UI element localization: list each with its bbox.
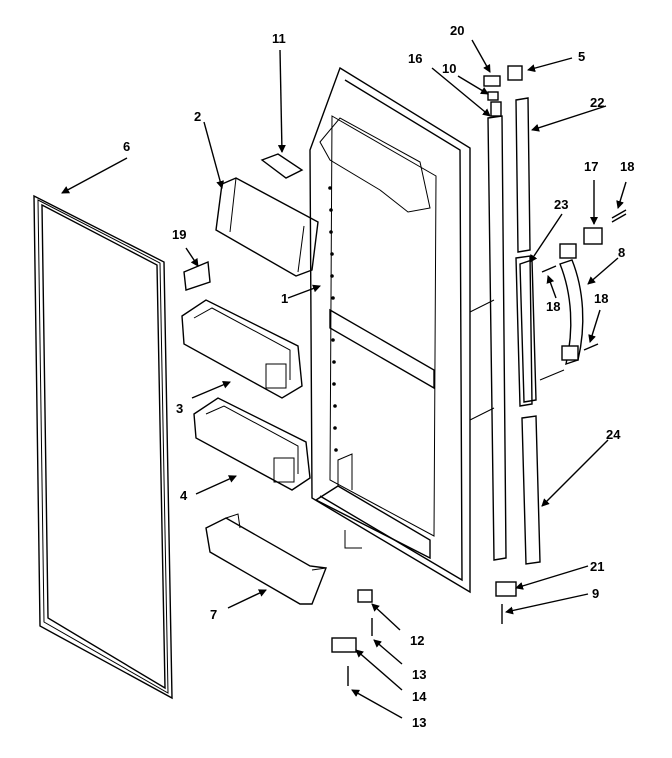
screw-18b (541, 265, 557, 273)
door-bin-bottom (205, 513, 327, 605)
hinge-cover-5 (507, 65, 523, 81)
callout-10: 10 (442, 61, 457, 76)
callout-9: 9 (592, 586, 600, 601)
hinge-part-21 (495, 581, 517, 597)
dairy-door (215, 177, 319, 277)
callout-12: 12 (410, 633, 425, 648)
callout-13a: 13 (412, 667, 427, 682)
callout-8: 8 (618, 245, 626, 260)
door-trim-16 (487, 101, 507, 561)
door-bin-lower (193, 397, 311, 491)
callout-23: 23 (554, 197, 569, 212)
callout-13b: 13 (412, 715, 427, 730)
callout-3: 3 (176, 401, 184, 416)
leader-lines (61, 39, 627, 719)
hinge-bracket-14 (331, 637, 357, 653)
callout-18c: 18 (594, 291, 609, 306)
callout-4: 4 (180, 488, 188, 503)
callout-5: 5 (578, 49, 586, 64)
callout-22: 22 (590, 95, 605, 110)
hinge-part-10 (487, 91, 499, 101)
hinge-cap-20 (483, 75, 501, 87)
hinge-part-12 (357, 589, 373, 603)
callout-24: 24 (606, 427, 621, 442)
callout-18b: 18 (546, 299, 561, 314)
dairy-door-hinge (260, 153, 304, 179)
callout-20: 20 (450, 23, 465, 38)
callout-18a: 18 (620, 159, 635, 174)
callout-21: 21 (590, 559, 605, 574)
callout-2: 2 (194, 109, 202, 124)
callout-11: 11 (272, 31, 286, 46)
handle-trim (519, 259, 537, 403)
callout-7: 7 (210, 607, 218, 622)
callout-14: 14 (412, 689, 427, 704)
screw-18a (611, 209, 627, 223)
dairy-door-bracket (183, 260, 211, 291)
door-bin-upper (181, 299, 303, 399)
door-liner (309, 66, 471, 594)
handle-cap (583, 227, 603, 245)
callout-1: 1 (281, 291, 289, 306)
callout-19: 19 (172, 227, 187, 242)
door-trim-22 (515, 97, 533, 407)
callout-17: 17 (584, 159, 599, 174)
callout-16: 16 (408, 51, 423, 66)
door-gasket (33, 194, 173, 700)
door-handle (559, 243, 584, 366)
callout-6: 6 (123, 139, 131, 154)
door-trim-24 (521, 415, 541, 565)
screw-18c (583, 343, 599, 351)
